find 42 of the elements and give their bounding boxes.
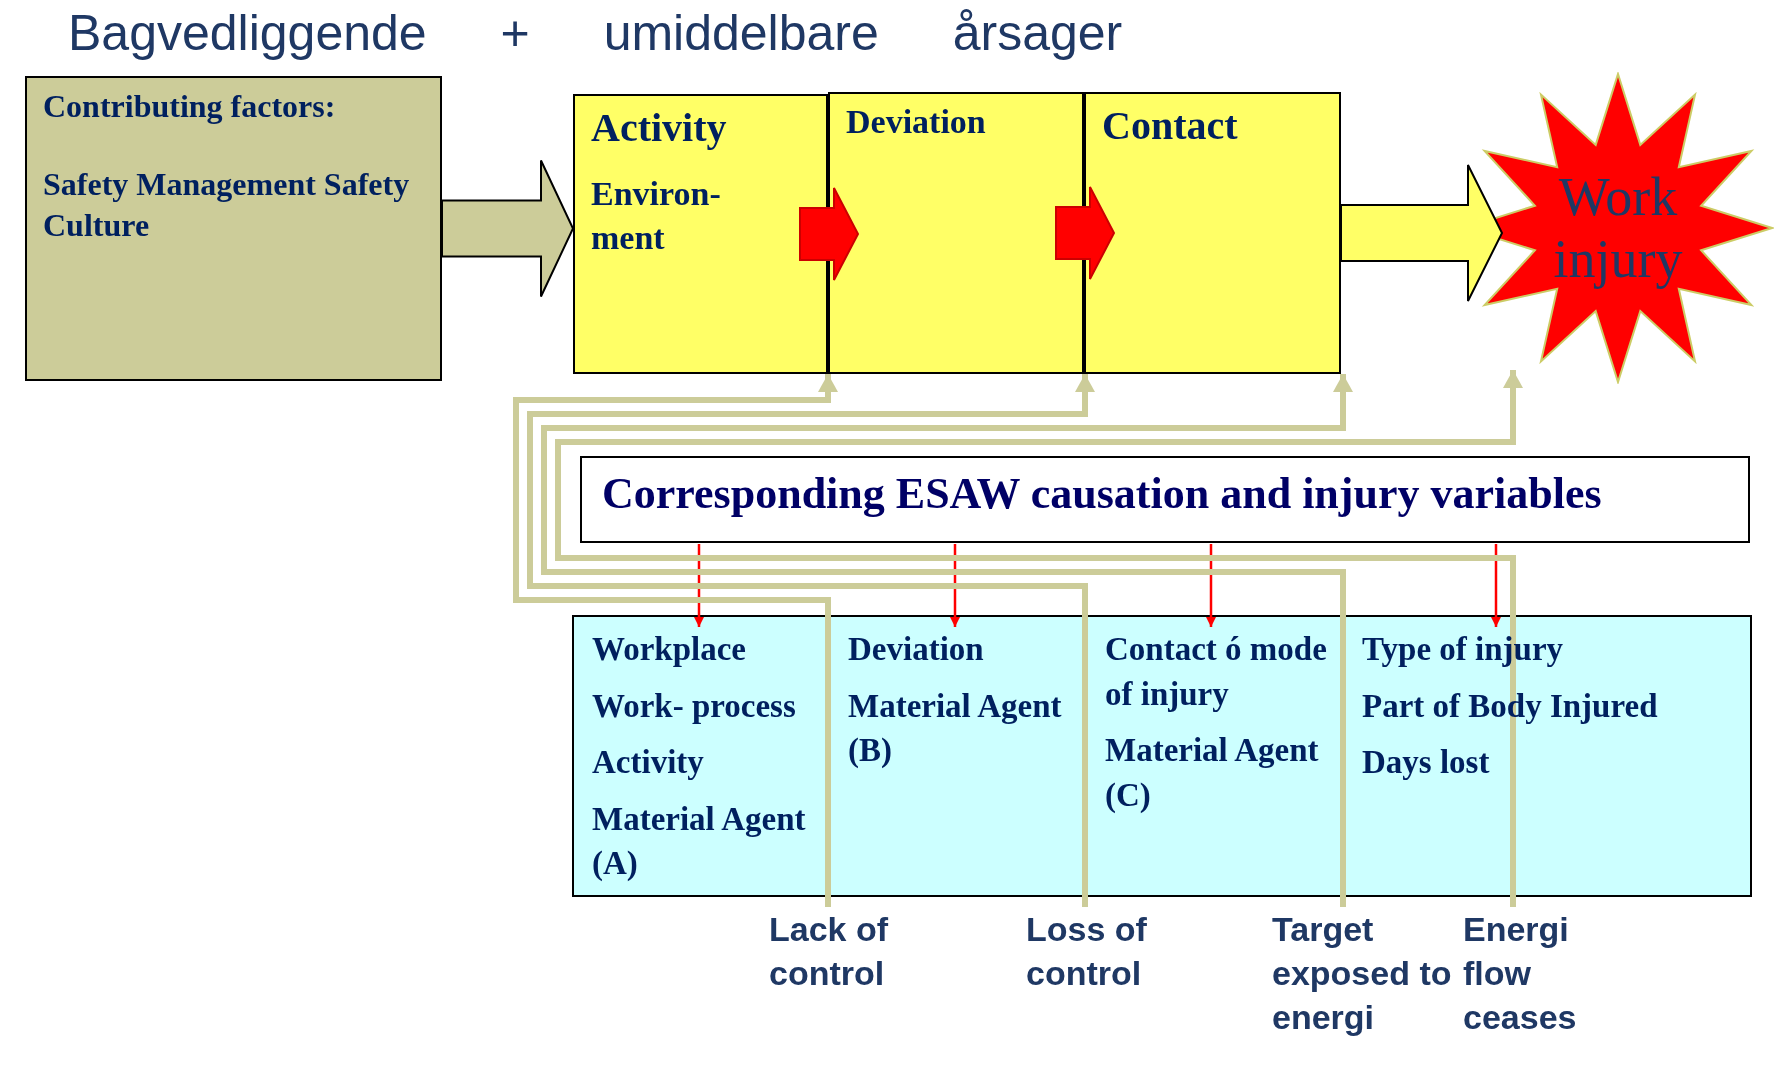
box-heading: Activity bbox=[591, 104, 728, 152]
stage-box bbox=[828, 92, 1084, 374]
arrow bbox=[694, 544, 704, 627]
box-heading: Corresponding ESAW causation and injury variables bbox=[602, 468, 1603, 519]
variables-panel bbox=[572, 615, 1752, 897]
caption-text: Target exposed to energi bbox=[1272, 909, 1452, 1039]
block-arrow bbox=[1340, 164, 1504, 302]
banner-box bbox=[580, 456, 1750, 543]
variable-text: Activity bbox=[592, 743, 705, 783]
arrow bbox=[527, 374, 1095, 907]
block-arrow bbox=[799, 187, 860, 281]
box-heading: Deviation bbox=[846, 102, 987, 142]
arrow bbox=[541, 374, 1353, 907]
variable-text: Type of injury bbox=[1362, 630, 1565, 669]
caption-text: Loss of control bbox=[1026, 909, 1148, 995]
variable-text: Days lost bbox=[1362, 743, 1491, 783]
block-arrow bbox=[1055, 186, 1116, 280]
arrow bbox=[555, 370, 1523, 907]
variable-text: Workplace bbox=[592, 630, 747, 669]
box-heading: Contributing factors: bbox=[43, 87, 337, 126]
arrow bbox=[1206, 544, 1216, 627]
box-heading: Work injury bbox=[1552, 165, 1684, 291]
block-arrow bbox=[441, 159, 575, 298]
diagram-title: Bagvedliggende + umiddelbare årsager bbox=[68, 4, 1123, 62]
arrow bbox=[1491, 544, 1501, 627]
caption-text: Lack of control bbox=[769, 909, 890, 995]
variable-text: Part of Body Injured bbox=[1362, 686, 1659, 726]
variable-text: Material Agent (A) bbox=[592, 799, 807, 884]
arrow bbox=[513, 374, 838, 907]
box-text: Safety Management Safety Culture bbox=[43, 164, 411, 246]
stage-box bbox=[1084, 92, 1341, 374]
box-text: Environ- ment bbox=[591, 174, 722, 259]
stage-box bbox=[573, 94, 828, 374]
variable-text: Material Agent (B) bbox=[848, 686, 1063, 771]
variable-text: Contact ó mode of injury bbox=[1105, 630, 1328, 714]
variable-text: Work- process bbox=[592, 686, 797, 726]
caption-text: Energi flow ceases bbox=[1463, 909, 1578, 1039]
variable-text: Deviation bbox=[848, 630, 985, 669]
box-heading: Contact bbox=[1102, 102, 1239, 150]
factor-box bbox=[25, 76, 442, 381]
arrow bbox=[950, 544, 960, 627]
variable-text: Material Agent (C) bbox=[1105, 731, 1320, 815]
